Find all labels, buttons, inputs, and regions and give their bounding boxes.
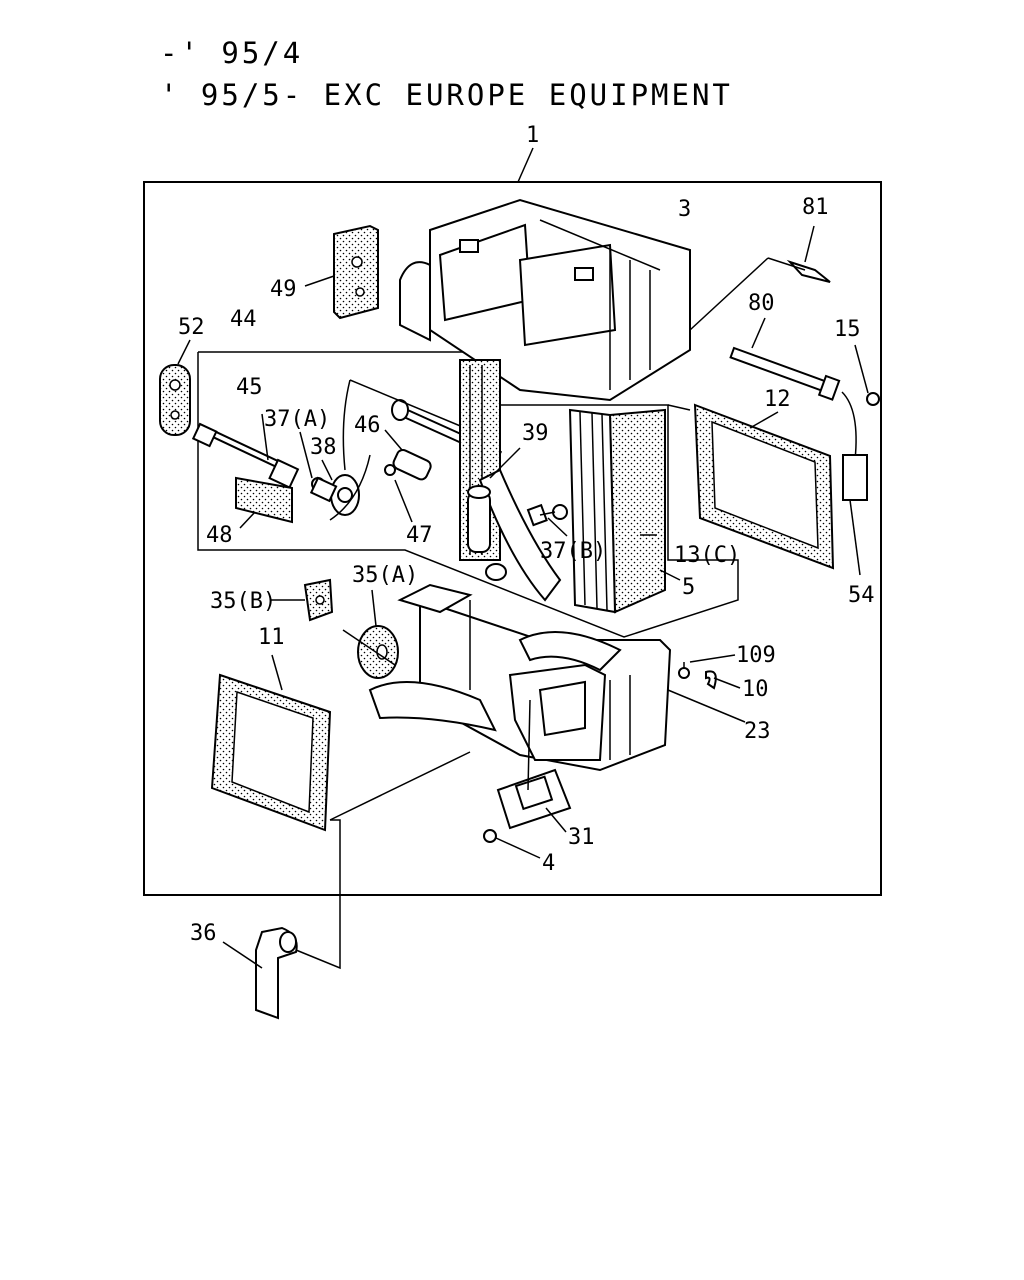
upper-case-part xyxy=(399,198,691,402)
callout-46: 46 xyxy=(354,413,381,438)
callout-45: 45 xyxy=(236,375,263,400)
part-37b-fitting xyxy=(526,503,568,527)
pipe-45-assembly xyxy=(191,422,360,516)
duct-36 xyxy=(255,926,298,1020)
callout-48: 48 xyxy=(206,523,233,548)
part-52-plate xyxy=(159,364,191,436)
callout-35a: 35(A) xyxy=(352,563,418,588)
callout-52: 52 xyxy=(178,315,205,340)
filter-frame-12 xyxy=(693,403,835,570)
part-48-pad xyxy=(235,476,293,524)
assembly-frame xyxy=(143,181,882,896)
callout-44: 44 xyxy=(230,307,257,332)
callout-37b: 37(B) xyxy=(540,539,606,564)
callout-49: 49 xyxy=(270,277,297,302)
callout-39: 39 xyxy=(522,421,549,446)
callout-23: 23 xyxy=(744,719,771,744)
callout-31: 31 xyxy=(568,825,595,850)
callout-12: 12 xyxy=(764,387,791,412)
header-line-2: ' 95/5- EXC EUROPE EQUIPMENT xyxy=(160,78,733,112)
callout-35b: 35(B) xyxy=(210,589,276,614)
callout-1: 1 xyxy=(526,123,539,148)
callout-10: 10 xyxy=(742,677,769,702)
callout-5: 5 xyxy=(682,575,695,600)
lower-case-part xyxy=(368,583,672,772)
callout-11: 11 xyxy=(258,625,285,650)
callout-38: 38 xyxy=(310,435,337,460)
callout-81: 81 xyxy=(802,195,829,220)
sensor-parts xyxy=(689,257,880,576)
callout-15: 15 xyxy=(834,317,861,342)
callout-3: 3 xyxy=(678,197,691,222)
callout-109: 109 xyxy=(736,643,776,668)
callout-80: 80 xyxy=(748,291,775,316)
callout-4: 4 xyxy=(542,851,555,876)
callout-54: 54 xyxy=(848,583,875,608)
callout-47: 47 xyxy=(406,523,433,548)
blower-wheel-35a xyxy=(357,625,399,679)
evaporator-core xyxy=(459,359,666,614)
header-line-1: -' 95/4 xyxy=(160,36,304,70)
resistor-31 xyxy=(496,699,572,830)
filter-frame-11 xyxy=(210,673,332,832)
callout-36: 36 xyxy=(190,921,217,946)
part-49-foam xyxy=(333,224,379,320)
callout-37a: 37(A) xyxy=(264,407,330,432)
callout-13c: 13(C) xyxy=(674,543,740,568)
screw-clip-parts xyxy=(678,662,717,690)
screw-4 xyxy=(483,829,497,843)
